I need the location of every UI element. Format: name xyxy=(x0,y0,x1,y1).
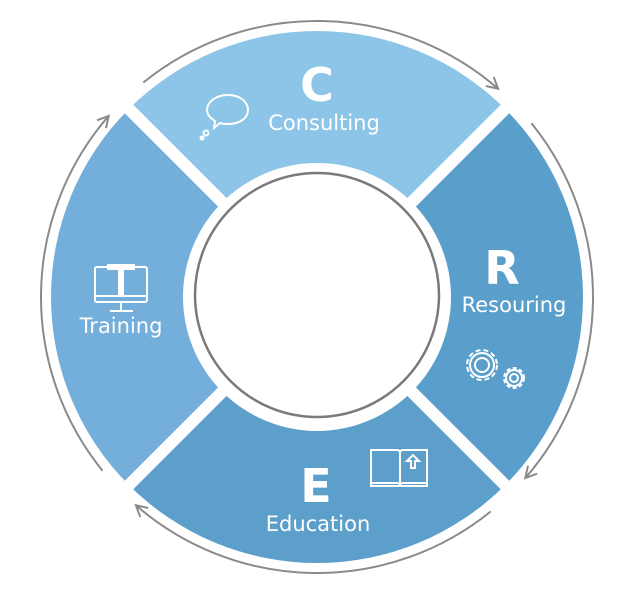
arrowhead-icon xyxy=(134,503,149,518)
speech-bubble-icon xyxy=(199,93,250,141)
cycle-arrow xyxy=(40,115,110,472)
segment-divider xyxy=(403,101,513,211)
arrowhead-icon xyxy=(485,76,500,91)
education-letter: E xyxy=(300,459,332,513)
cycle-arrow xyxy=(135,504,492,574)
education-segment xyxy=(128,391,506,563)
consulting-letter: C xyxy=(300,58,334,112)
training-label: Training xyxy=(79,314,163,338)
arrowhead-icon xyxy=(523,465,538,480)
computer-monitor-icon xyxy=(94,264,148,312)
resouring-label: Resouring xyxy=(461,293,567,317)
consulting-segment xyxy=(128,31,506,203)
center-circle xyxy=(193,171,441,419)
resouring-letter: R xyxy=(484,241,520,295)
resouring-segment xyxy=(411,108,583,486)
arrowhead-icon xyxy=(96,114,111,129)
segment-divider xyxy=(403,383,513,493)
open-book-icon xyxy=(370,449,428,487)
cycle-arrow xyxy=(142,20,499,90)
segment-divider xyxy=(121,383,231,493)
segment-divider xyxy=(121,101,231,211)
consulting-label: Consulting xyxy=(268,111,380,135)
cycle-arrow xyxy=(524,122,594,479)
education-label: Education xyxy=(265,512,371,536)
gears-icon xyxy=(466,349,525,389)
